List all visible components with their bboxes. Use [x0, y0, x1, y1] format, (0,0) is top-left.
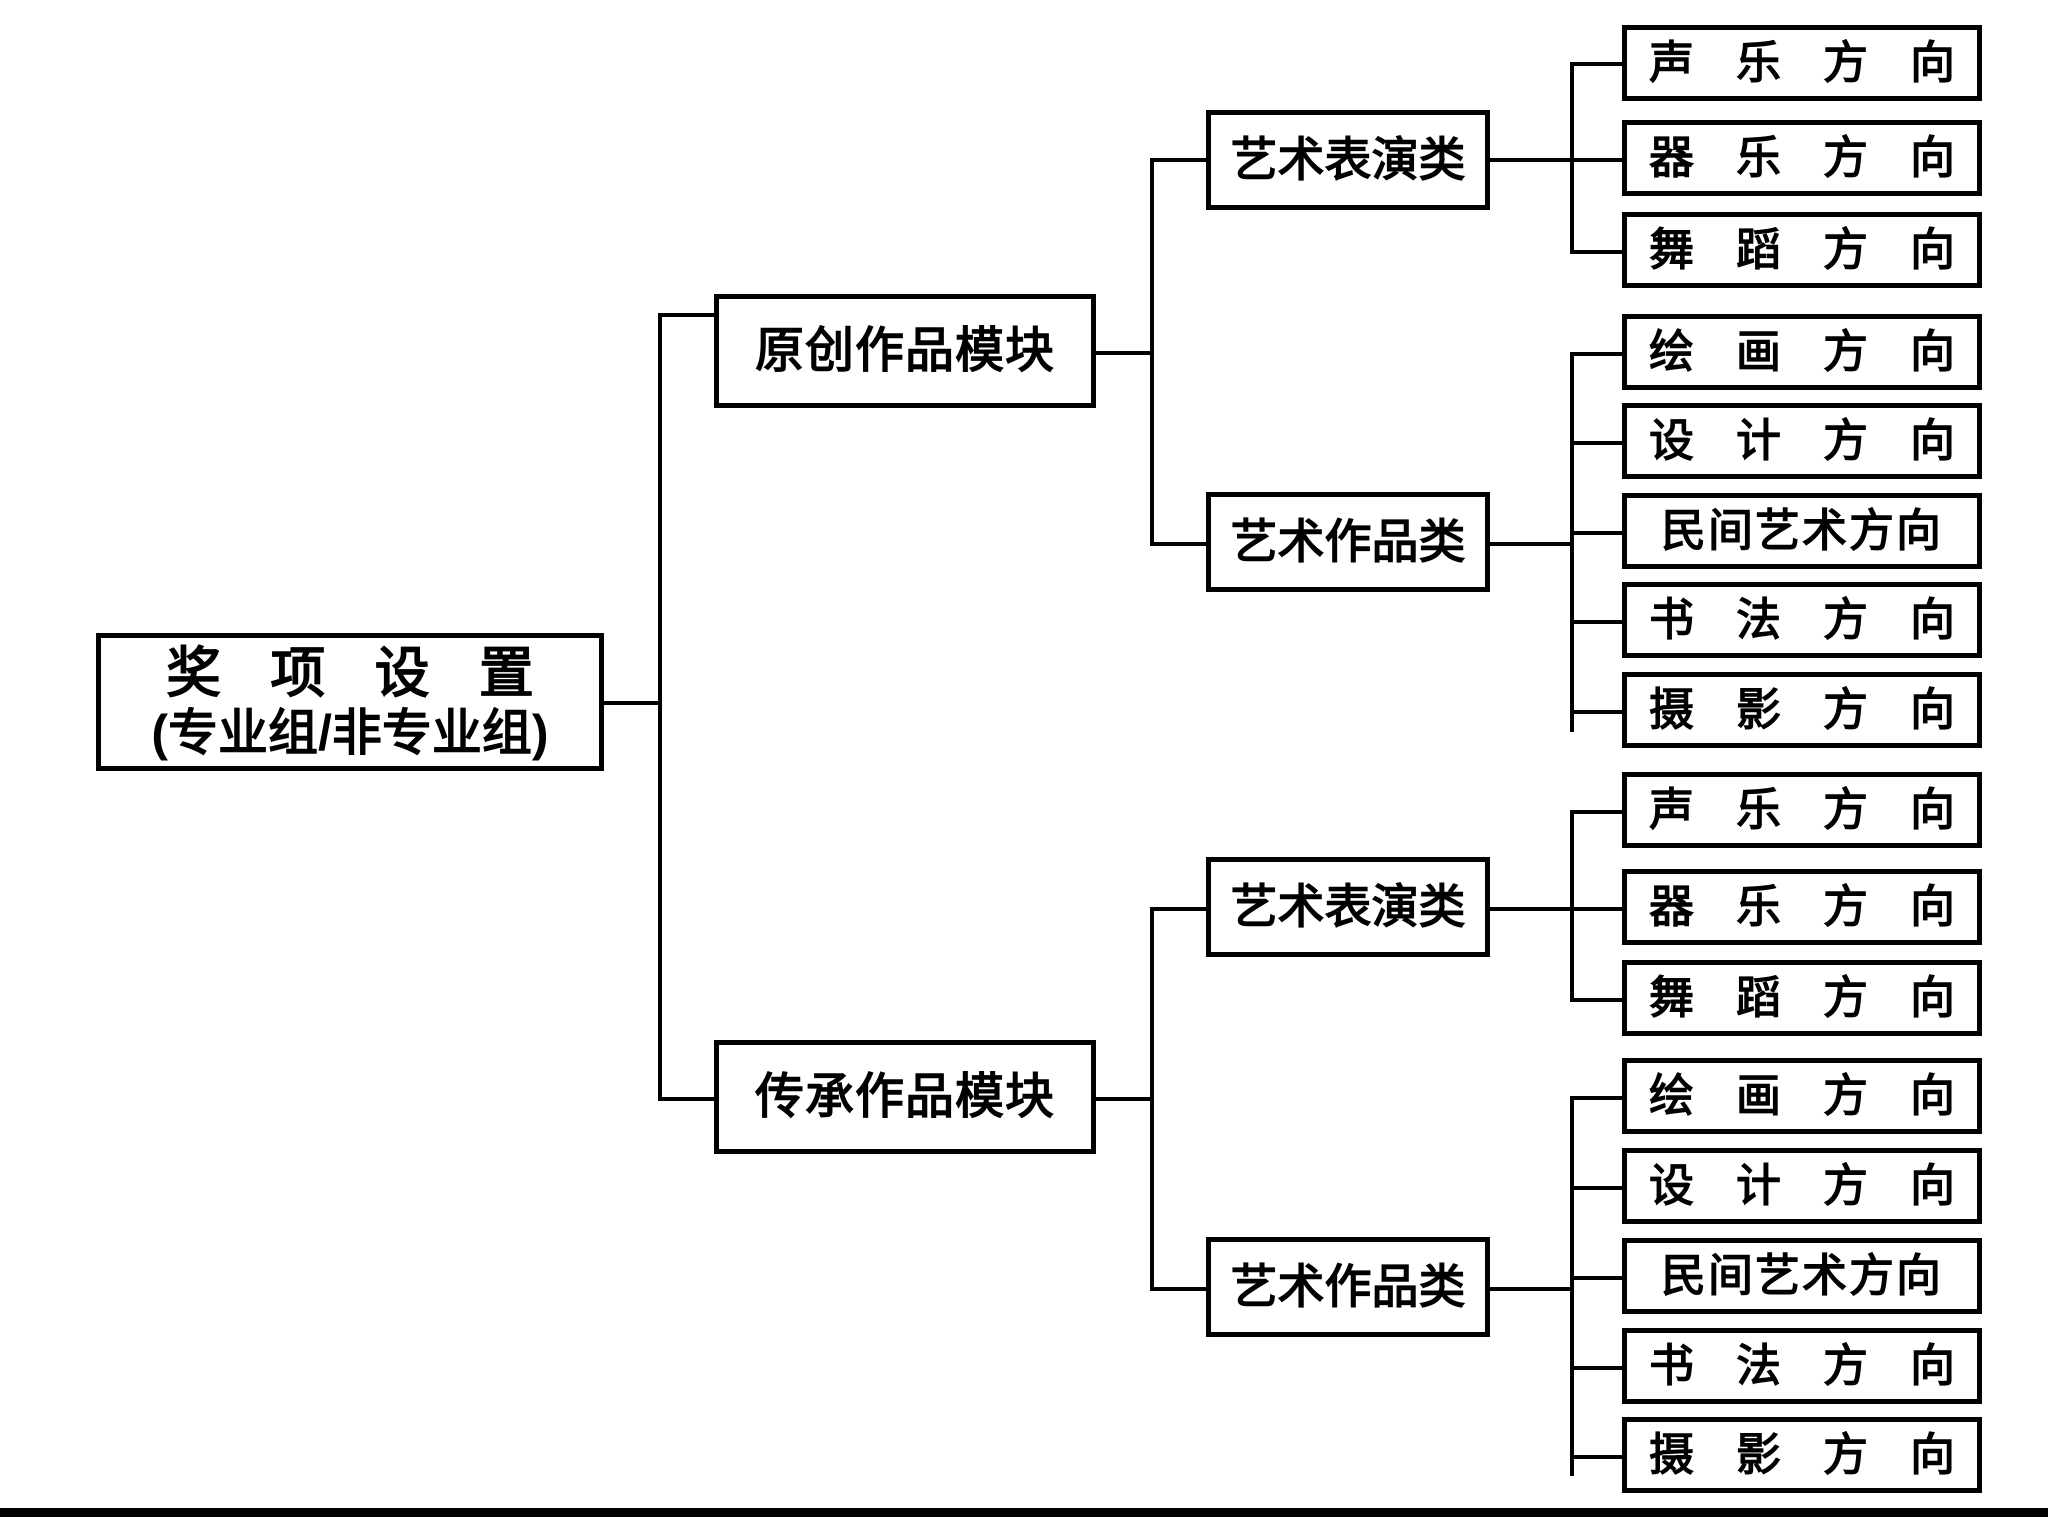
node-leaf-dance-original[interactable]: 舞蹈方向 — [1622, 212, 1982, 288]
connector-category-a2-leaf-1 — [1570, 352, 1626, 356]
node-leaf-vocal-heritage[interactable]: 声乐方向 — [1622, 772, 1982, 848]
node-leaf-design-heritage[interactable]: 设计方向 — [1622, 1148, 1982, 1224]
connector-trunk-to-module-2 — [658, 1097, 718, 1101]
node-category-performing-arts-original[interactable]: 艺术表演类 — [1206, 110, 1490, 210]
connector-category-b1-leaf-3 — [1570, 998, 1626, 1002]
category-a1-label: 艺术表演类 — [1230, 132, 1466, 186]
connector-category-b1-leaf-1 — [1570, 810, 1626, 814]
leaf-b2-3-label: 民间艺术方向 — [1660, 1249, 1943, 1301]
connector-category-b2-leaf-3 — [1570, 1276, 1626, 1280]
connector-category-b2-leaf-5 — [1570, 1455, 1626, 1459]
category-b2-label: 艺术作品类 — [1230, 1259, 1466, 1313]
node-leaf-calligraphy-original[interactable]: 书法方向 — [1622, 582, 1982, 658]
connector-category-a2-leaf-3 — [1570, 531, 1626, 535]
connector-category-a2-leaf-2 — [1570, 441, 1626, 445]
leaf-a2-3-label: 民间艺术方向 — [1660, 504, 1943, 556]
node-leaf-vocal-original[interactable]: 声乐方向 — [1622, 25, 1982, 101]
node-module-original-works[interactable]: 原创作品模块 — [714, 294, 1096, 408]
node-leaf-painting-heritage[interactable]: 绘画方向 — [1622, 1058, 1982, 1134]
root-title-line-1: 奖 项 设 置 — [166, 642, 551, 705]
node-category-performing-arts-heritage[interactable]: 艺术表演类 — [1206, 857, 1490, 957]
connector-category-b1-leaf-2 — [1570, 907, 1626, 911]
connector-category-a1-leaf-1 — [1570, 62, 1626, 66]
connector-category-a1-out — [1486, 158, 1574, 162]
connector-category-b2-leaf-4 — [1570, 1366, 1626, 1370]
leaf-b2-4-label: 书法方向 — [1649, 1339, 1955, 1391]
node-category-artworks-heritage[interactable]: 艺术作品类 — [1206, 1237, 1490, 1337]
leaf-b1-1-label: 声乐方向 — [1649, 783, 1955, 835]
connector-category-a2-leaf-4 — [1570, 620, 1626, 624]
connector-category-a2-trunk — [1570, 352, 1574, 732]
leaf-b2-5-label: 摄影方向 — [1649, 1428, 1955, 1480]
node-leaf-design-original[interactable]: 设计方向 — [1622, 403, 1982, 479]
connector-root-to-trunk — [600, 701, 662, 705]
node-leaf-instrumental-original[interactable]: 器乐方向 — [1622, 120, 1982, 196]
node-leaf-folk-art-heritage[interactable]: 民间艺术方向 — [1622, 1238, 1982, 1314]
connector-module-1-out — [1092, 351, 1154, 355]
module-1-label: 原创作品模块 — [754, 323, 1055, 378]
node-leaf-photography-original[interactable]: 摄影方向 — [1622, 672, 1982, 748]
connector-category-a2-leaf-5 — [1570, 710, 1626, 714]
node-module-heritage-works[interactable]: 传承作品模块 — [714, 1040, 1096, 1154]
node-leaf-folk-art-original[interactable]: 民间艺术方向 — [1622, 493, 1982, 569]
connector-trunk-main — [658, 313, 662, 1101]
leaf-a1-3-label: 舞蹈方向 — [1649, 223, 1955, 275]
node-leaf-instrumental-heritage[interactable]: 器乐方向 — [1622, 869, 1982, 945]
node-leaf-photography-heritage[interactable]: 摄影方向 — [1622, 1417, 1982, 1493]
connector-category-b2-out — [1486, 1287, 1574, 1291]
module-2-label: 传承作品模块 — [754, 1069, 1055, 1124]
connector-trunk-to-module-1 — [658, 313, 718, 317]
leaf-b2-2-label: 设计方向 — [1649, 1159, 1955, 1211]
footer-divider — [0, 1508, 2048, 1517]
root-title-line-2: (专业组/非专业组) — [151, 704, 549, 761]
connector-module-1-to-category-1 — [1150, 158, 1210, 162]
connector-category-b2-leaf-1 — [1570, 1096, 1626, 1100]
leaf-b1-2-label: 器乐方向 — [1649, 880, 1955, 932]
leaf-a2-5-label: 摄影方向 — [1649, 683, 1955, 735]
connector-category-b2-leaf-2 — [1570, 1186, 1626, 1190]
connector-module-2-trunk — [1150, 907, 1154, 1289]
leaf-b2-1-label: 绘画方向 — [1649, 1069, 1955, 1121]
category-b1-label: 艺术表演类 — [1230, 879, 1466, 933]
leaf-a2-1-label: 绘画方向 — [1649, 325, 1955, 377]
node-category-artworks-original[interactable]: 艺术作品类 — [1206, 492, 1490, 592]
connector-category-a2-out — [1486, 542, 1574, 546]
leaf-a1-1-label: 声乐方向 — [1649, 36, 1955, 88]
leaf-a1-2-label: 器乐方向 — [1649, 131, 1955, 183]
connector-category-b2-trunk — [1570, 1096, 1574, 1476]
connector-module-2-out — [1092, 1097, 1154, 1101]
node-leaf-painting-original[interactable]: 绘画方向 — [1622, 314, 1982, 390]
leaf-a2-2-label: 设计方向 — [1649, 414, 1955, 466]
connector-module-2-to-category-2 — [1150, 1287, 1210, 1291]
connector-category-a1-leaf-3 — [1570, 250, 1626, 254]
leaf-b1-3-label: 舞蹈方向 — [1649, 971, 1955, 1023]
category-a2-label: 艺术作品类 — [1230, 514, 1466, 568]
connector-module-2-to-category-1 — [1150, 907, 1210, 911]
connector-module-1-trunk — [1150, 158, 1154, 546]
node-leaf-calligraphy-heritage[interactable]: 书法方向 — [1622, 1328, 1982, 1404]
leaf-a2-4-label: 书法方向 — [1649, 593, 1955, 645]
node-root-award-setup[interactable]: 奖 项 设 置 (专业组/非专业组) — [96, 633, 604, 771]
connector-module-1-to-category-2 — [1150, 542, 1210, 546]
connector-category-b1-out — [1486, 907, 1574, 911]
connector-category-b1-trunk — [1570, 810, 1574, 1002]
node-leaf-dance-heritage[interactable]: 舞蹈方向 — [1622, 960, 1982, 1036]
connector-category-a1-leaf-2 — [1570, 158, 1626, 162]
